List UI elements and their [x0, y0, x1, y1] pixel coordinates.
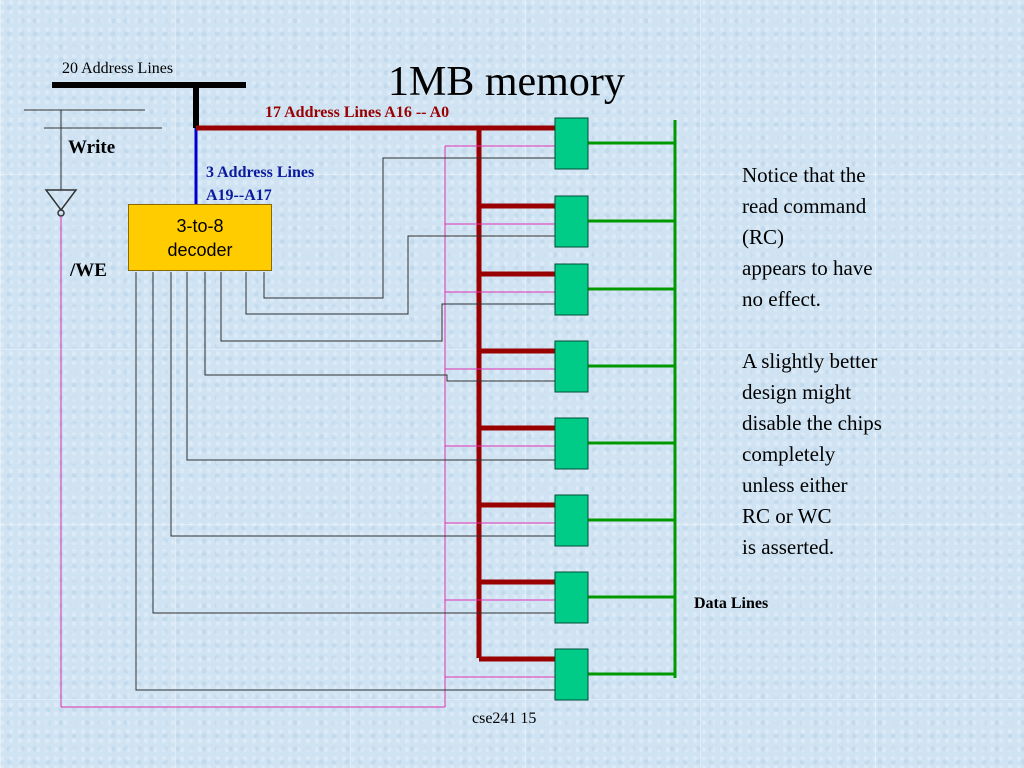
note-line: appears to have — [742, 256, 873, 280]
note-line: unless either — [742, 473, 848, 497]
note-line: is asserted. — [742, 535, 835, 559]
note-line: read command — [742, 194, 867, 218]
chip-select-line — [263, 157, 555, 299]
note-line — [742, 315, 882, 346]
slide-notes: Notice that the read command (RC) appears t… — [742, 160, 882, 563]
slide-title: 1MB memory — [388, 59, 625, 105]
data-lines-label: Data Lines — [694, 595, 769, 612]
note-line: no effect. — [742, 287, 821, 311]
decoder-label-line1: 3-to-8 — [176, 216, 224, 236]
note-line: completely — [742, 442, 836, 466]
memory-chip — [554, 571, 589, 624]
chip-select-line — [152, 272, 555, 614]
address-bus-17-label: 17 Address Lines A16 -- A0 — [265, 104, 450, 121]
decoder-label-line2: decoder — [167, 240, 233, 260]
decoder-block: 3-to-8 decoder — [128, 204, 272, 271]
memory-chip — [554, 648, 589, 701]
address-bus-3-range-label: A19--A17 — [206, 187, 272, 204]
address-bus-3-label: 3 Address Lines — [206, 164, 315, 181]
note-line: design might — [742, 380, 852, 404]
slide-footer: cse241 15 — [472, 710, 537, 727]
note-line: A slightly better — [742, 349, 878, 373]
chip-select-line — [186, 272, 555, 461]
memory-chip — [554, 117, 589, 170]
note-line: disable the chips — [742, 411, 882, 435]
memory-chip — [554, 494, 589, 547]
memory-chip — [554, 263, 589, 316]
note-line: RC or WC — [742, 504, 832, 528]
chip-select-line — [245, 235, 555, 315]
memory-chip — [554, 340, 589, 393]
we-label: /WE — [70, 260, 107, 281]
write-label: Write — [68, 137, 116, 158]
chip-select-line — [220, 272, 555, 342]
address-bus-20-label: 20 Address Lines — [62, 60, 174, 77]
note-line: (RC) — [742, 225, 784, 249]
inverter-triangle-icon — [44, 189, 78, 212]
chip-select-line — [204, 272, 555, 382]
note-line: Notice that the — [742, 163, 866, 187]
chip-select-line — [170, 272, 555, 537]
memory-chip — [554, 417, 589, 470]
chip-select-line — [135, 272, 555, 691]
memory-chip — [554, 195, 589, 248]
